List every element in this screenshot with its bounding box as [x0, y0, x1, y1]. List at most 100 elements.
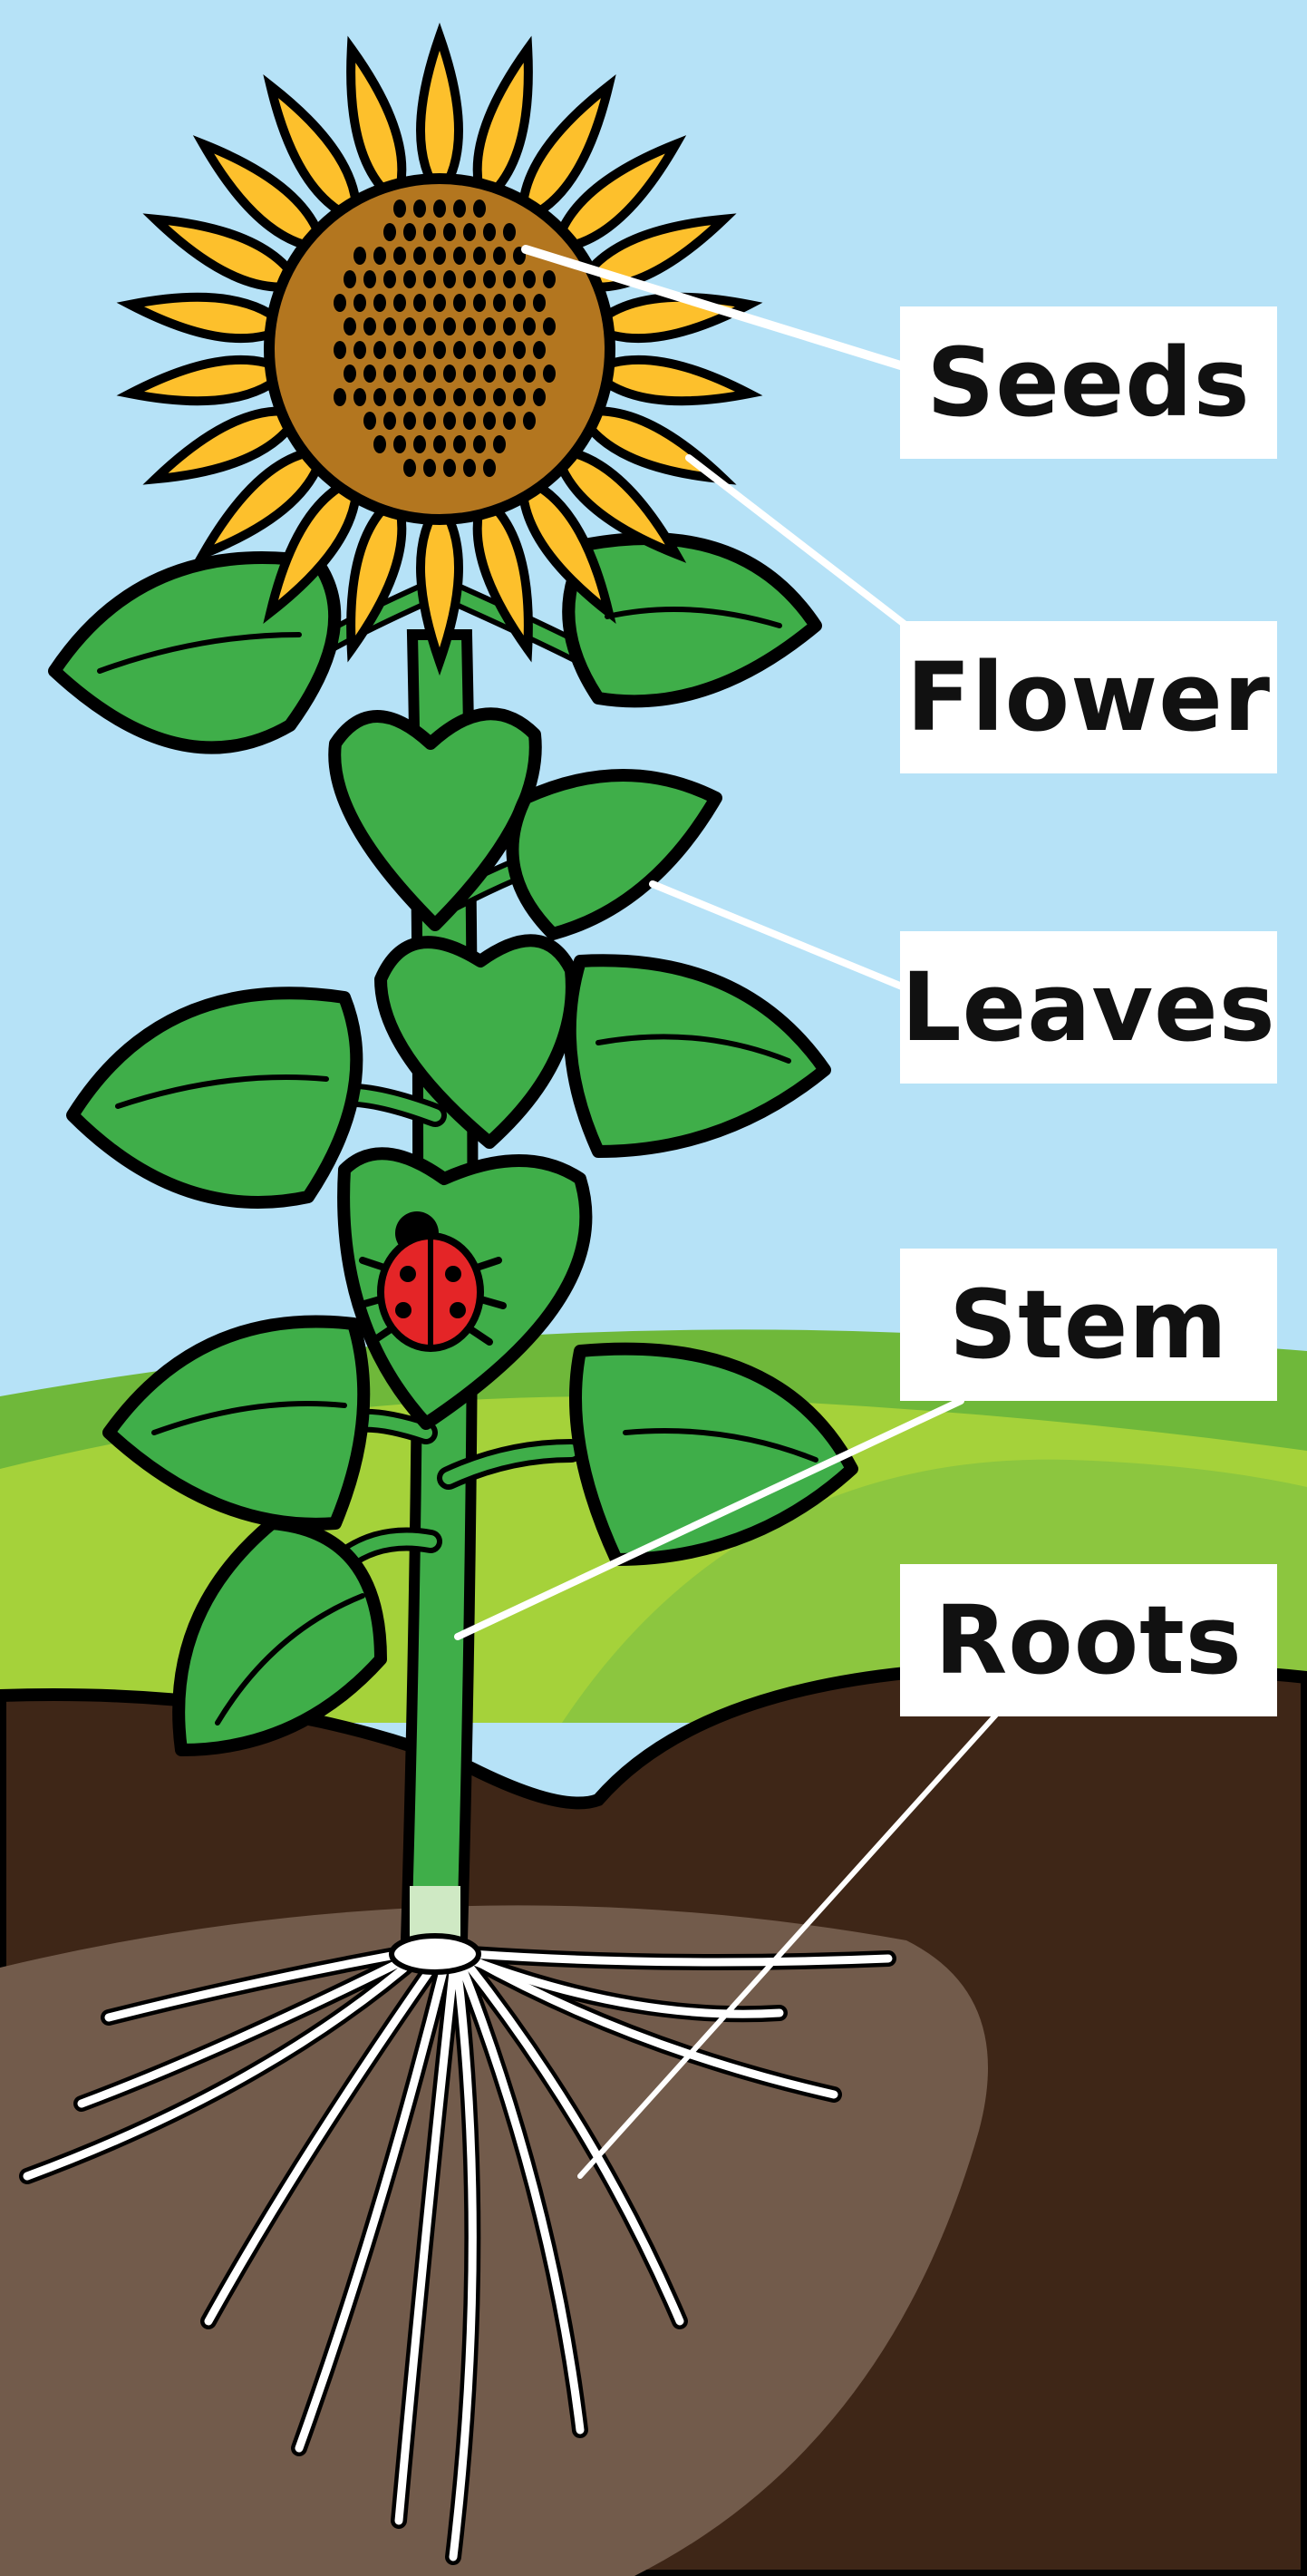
- seed: [344, 317, 356, 335]
- seed: [423, 223, 436, 241]
- seed: [403, 459, 416, 477]
- seed: [383, 223, 396, 241]
- seed: [483, 365, 496, 383]
- seed: [543, 365, 556, 383]
- seed: [503, 317, 516, 335]
- seed: [393, 435, 406, 453]
- seed: [423, 412, 436, 430]
- seed: [513, 388, 526, 406]
- seed: [383, 317, 396, 335]
- seed: [523, 412, 536, 430]
- seed: [353, 294, 366, 312]
- seed: [533, 341, 546, 359]
- seed: [443, 270, 456, 288]
- seed: [473, 341, 486, 359]
- label-flower-text: Flower: [906, 642, 1271, 753]
- seed: [423, 459, 436, 477]
- seed: [433, 388, 446, 406]
- seed: [533, 294, 546, 312]
- seed: [344, 365, 356, 383]
- seed: [523, 270, 536, 288]
- seed: [443, 412, 456, 430]
- seed: [453, 294, 466, 312]
- seed: [383, 412, 396, 430]
- seed: [513, 294, 526, 312]
- seed: [523, 317, 536, 335]
- seed: [403, 270, 416, 288]
- seed: [493, 247, 506, 265]
- seed: [443, 223, 456, 241]
- seed: [483, 223, 496, 241]
- seed: [493, 388, 506, 406]
- seed: [373, 341, 386, 359]
- seed: [373, 435, 386, 453]
- seed: [443, 365, 456, 383]
- seed: [383, 365, 396, 383]
- seed: [523, 365, 536, 383]
- seed: [334, 341, 346, 359]
- seed: [403, 365, 416, 383]
- seed: [423, 317, 436, 335]
- seed: [393, 294, 406, 312]
- seed: [413, 199, 426, 218]
- seed: [503, 223, 516, 241]
- seed: [373, 388, 386, 406]
- seed: [473, 199, 486, 218]
- seed: [453, 341, 466, 359]
- label-seeds: Seeds: [900, 306, 1277, 459]
- seed: [363, 412, 376, 430]
- seed: [453, 247, 466, 265]
- seed: [513, 341, 526, 359]
- seed: [353, 388, 366, 406]
- seed: [443, 317, 456, 335]
- seed: [463, 317, 476, 335]
- seed: [483, 412, 496, 430]
- label-roots-text: Roots: [934, 1585, 1243, 1696]
- seed: [423, 270, 436, 288]
- label-roots: Roots: [900, 1564, 1277, 1716]
- seed: [483, 317, 496, 335]
- seed: [543, 270, 556, 288]
- seed: [493, 341, 506, 359]
- label-stem-text: Stem: [949, 1269, 1228, 1380]
- seed: [463, 459, 476, 477]
- seed: [413, 341, 426, 359]
- seed: [373, 247, 386, 265]
- label-seeds-text: Seeds: [926, 327, 1250, 438]
- seed: [393, 388, 406, 406]
- seed: [433, 341, 446, 359]
- seed: [473, 435, 486, 453]
- seed: [353, 247, 366, 265]
- label-flower: Flower: [900, 621, 1277, 773]
- seed: [334, 388, 346, 406]
- seed: [493, 294, 506, 312]
- seed: [453, 435, 466, 453]
- seed: [363, 365, 376, 383]
- seed: [373, 294, 386, 312]
- seed: [473, 388, 486, 406]
- seed: [413, 388, 426, 406]
- seed: [383, 270, 396, 288]
- seed: [393, 199, 406, 218]
- root-crown: [392, 1936, 479, 1972]
- seed: [483, 459, 496, 477]
- seed: [393, 247, 406, 265]
- seed: [503, 365, 516, 383]
- seed: [503, 270, 516, 288]
- seed: [543, 317, 556, 335]
- seed: [493, 435, 506, 453]
- seed: [403, 223, 416, 241]
- seed: [533, 388, 546, 406]
- seed: [473, 294, 486, 312]
- seed: [503, 412, 516, 430]
- seed: [473, 247, 486, 265]
- seed: [463, 412, 476, 430]
- label-leaves: Leaves: [900, 931, 1277, 1084]
- seed: [413, 294, 426, 312]
- seed: [433, 435, 446, 453]
- seed: [353, 341, 366, 359]
- seed: [363, 270, 376, 288]
- seed: [403, 317, 416, 335]
- seed: [413, 247, 426, 265]
